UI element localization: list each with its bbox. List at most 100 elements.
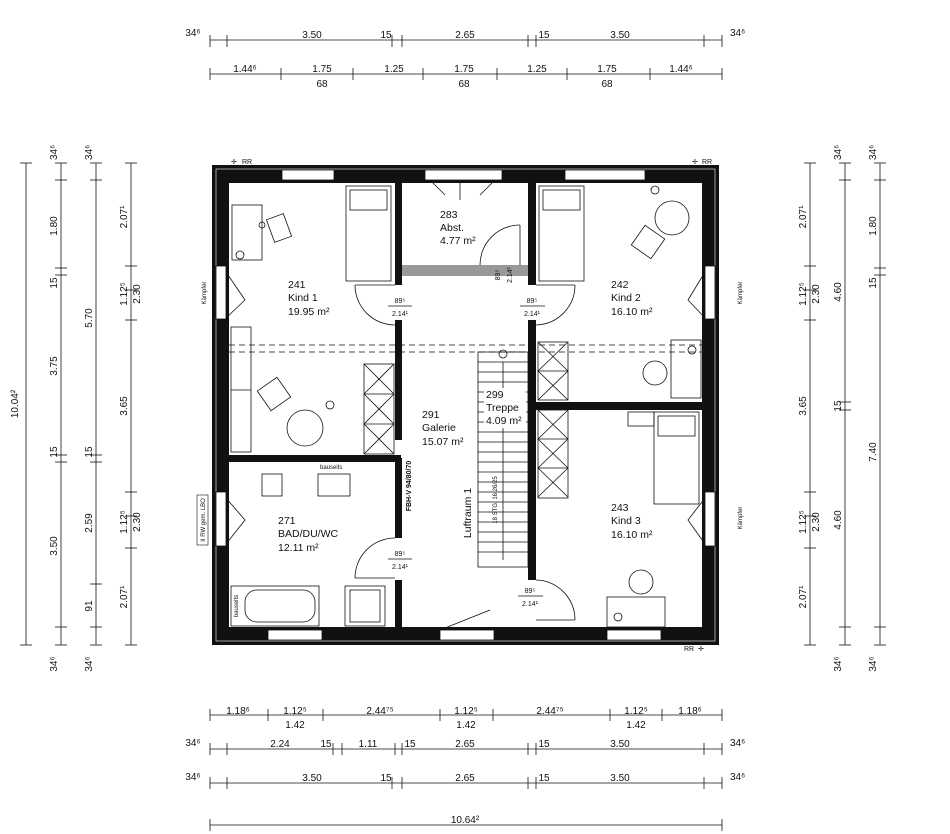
door-dim-4b: 2.14¹: [392, 564, 409, 571]
dim-top-r2-1: 1.44⁶: [233, 64, 257, 75]
dim-top-5: 15: [538, 30, 550, 41]
dim-left1-3: 15: [49, 277, 60, 289]
rr-label-top-left: RR: [242, 159, 252, 166]
room-name: BAD/DU/WC: [278, 528, 339, 540]
annotations: RR RR RR ✛ ✛ ✛ Kämpfer Kämpfer Kämpfer K…: [196, 158, 744, 653]
dim-top-r2-sub-3: 68: [601, 79, 613, 90]
room-name: Galerie: [422, 422, 456, 434]
dim-right2-5: 34⁶: [833, 656, 844, 671]
dim-left1-5: 15: [49, 446, 60, 458]
marker-br: ✛: [698, 645, 704, 653]
dim-left2-2: 5.70: [84, 308, 95, 328]
dim-bot-r3-3: 15: [380, 773, 392, 784]
bottom-dimension-chains: 1.18⁶ 1.12⁵ 2.44⁷⁵ 1.12⁵ 2.44⁷⁵ 1.12⁵ 1.…: [185, 706, 745, 831]
dim-left1-7: 34⁶: [49, 656, 60, 671]
kaempfer-label: Kämpfer: [202, 282, 208, 305]
dim-right1-7: 2.07¹: [798, 585, 809, 608]
dim-right1-2: 1.12⁵: [798, 282, 809, 306]
dim-top-r2-3: 1.25: [384, 64, 404, 75]
doors: [225, 179, 706, 631]
dim-left1-1: 34⁶: [49, 145, 60, 160]
dim-bot-r2-4: 1.11: [359, 739, 378, 750]
door-dim-2a: 89⁵: [527, 298, 538, 305]
dim-left2-1: 34⁶: [84, 145, 95, 160]
door-dim-1a: 89⁵: [395, 298, 406, 305]
dim-left2-3: 15: [84, 446, 95, 458]
dim-bot-r1-sub-1: 1.42: [285, 720, 305, 731]
dim-top-r2-5: 1.25: [527, 64, 547, 75]
right-dimension-chains: 2.07¹ 1.12⁵ 2.30 3.65 1.12⁵ 2.30 2.07¹ 3…: [798, 145, 886, 672]
dim-top-3: 15: [380, 30, 392, 41]
dim-left2-6: 34⁶: [84, 656, 95, 671]
room-area: 16.10 m²: [611, 306, 653, 318]
bauseits-label-bath: bauseits: [234, 595, 240, 617]
door-dim-1b: 2.14¹: [392, 311, 409, 318]
room-area: 12.11 m²: [278, 542, 319, 554]
dim-bot-r1-7: 1.18⁶: [678, 706, 702, 717]
dim-bot-r1-sub-3: 1.42: [626, 720, 646, 731]
room-name: Kind 3: [611, 515, 641, 527]
dim-bot-r1-5: 2.44⁷⁵: [536, 706, 563, 717]
dim-top-4: 2.65: [455, 30, 475, 41]
dim-left1-2: 1.80: [49, 216, 60, 236]
dim-left3-7: 2.07¹: [119, 585, 130, 608]
dim-left1-4: 3.75: [49, 356, 60, 376]
left-dimension-chains: 10.04² 34⁶ 1.80 15 3.75 15 3.50 34⁶ 34⁶ …: [10, 145, 143, 672]
room-area: 16.10 m²: [611, 529, 653, 541]
dim-top-6: 3.50: [610, 30, 630, 41]
door-dim-5b: 2.14¹: [522, 601, 539, 608]
dim-right3-1: 34⁶: [868, 145, 879, 160]
dim-top-2: 3.50: [302, 30, 322, 41]
dim-right3-3: 15: [868, 277, 879, 289]
dim-top-r2-2: 1.75: [312, 64, 332, 75]
dim-bot-r3-1: 34⁶: [185, 772, 200, 783]
dim-top-r2-sub-2: 68: [458, 79, 470, 90]
room-name: Kind 1: [288, 292, 318, 304]
dim-top-7: 34⁶: [730, 28, 745, 39]
dim-bot-r1-sub-2: 1.42: [456, 720, 476, 731]
dim-left3-5: 1.12⁵: [119, 510, 130, 534]
marker-tr: ✛: [692, 158, 698, 166]
dim-top-r2-7: 1.44⁶: [669, 64, 693, 75]
dim-right1-3: 2.30: [811, 284, 822, 304]
door-dim-2b: 2.14¹: [524, 311, 541, 318]
room-number: 243: [611, 502, 629, 514]
dim-right2-1: 34⁶: [833, 145, 844, 160]
door-dim-4a: 89⁵: [395, 551, 406, 558]
dim-left2-5: 91: [84, 600, 95, 612]
dim-left1-6: 3.50: [49, 536, 60, 556]
dim-top-1: 34⁶: [185, 28, 200, 39]
dim-bot-r2-3: 15: [320, 739, 332, 750]
kaempfer-label: Kämpfer: [738, 507, 744, 530]
dim-right1-6: 2.30: [811, 512, 822, 532]
dim-bot-total: 10.64²: [451, 815, 480, 826]
dim-bot-r1-3: 2.44⁷⁵: [366, 706, 393, 717]
dim-bot-r3-7: 34⁶: [730, 772, 745, 783]
dim-bot-r2-8: 3.50: [610, 739, 630, 750]
dim-bot-r2-5: 15: [404, 739, 416, 750]
dim-left3-1: 2.07¹: [119, 205, 130, 228]
dim-left2-4: 2.59: [84, 513, 95, 533]
rw-lbo-label: II RW gem. LBO: [201, 498, 207, 542]
door-dim-3b: 2.14¹: [507, 266, 514, 283]
dim-right2-2: 4.60: [833, 282, 844, 302]
dim-bot-r1-4: 1.12⁵: [454, 706, 478, 717]
room-number: 241: [288, 279, 306, 291]
luftraum-label: Luftraum 1: [462, 488, 474, 538]
door-dim-3a: 89⁵: [495, 270, 502, 281]
room-area: 4.77 m²: [440, 235, 476, 247]
room-number: 283: [440, 209, 458, 221]
marker-tl: ✛: [231, 158, 237, 166]
dim-left3-2: 1.12⁵: [119, 282, 130, 306]
dim-right1-5: 1.12⁵: [798, 510, 809, 534]
dim-right3-5: 34⁶: [868, 656, 879, 671]
kaempfer-label: Kämpfer: [738, 282, 744, 305]
room-name: Kind 2: [611, 292, 641, 304]
dim-bot-r3-4: 2.65: [455, 773, 475, 784]
top-dimension-chains: 34⁶ 3.50 15 2.65 15 3.50 34⁶ 1.44⁶ 1.75 …: [185, 28, 745, 90]
dim-bot-r2-6: 2.65: [455, 739, 475, 750]
dim-bot-r2-1: 34⁶: [185, 738, 200, 749]
dim-left3-3: 2.30: [132, 284, 143, 304]
dim-bot-r2-9: 34⁶: [730, 738, 745, 749]
